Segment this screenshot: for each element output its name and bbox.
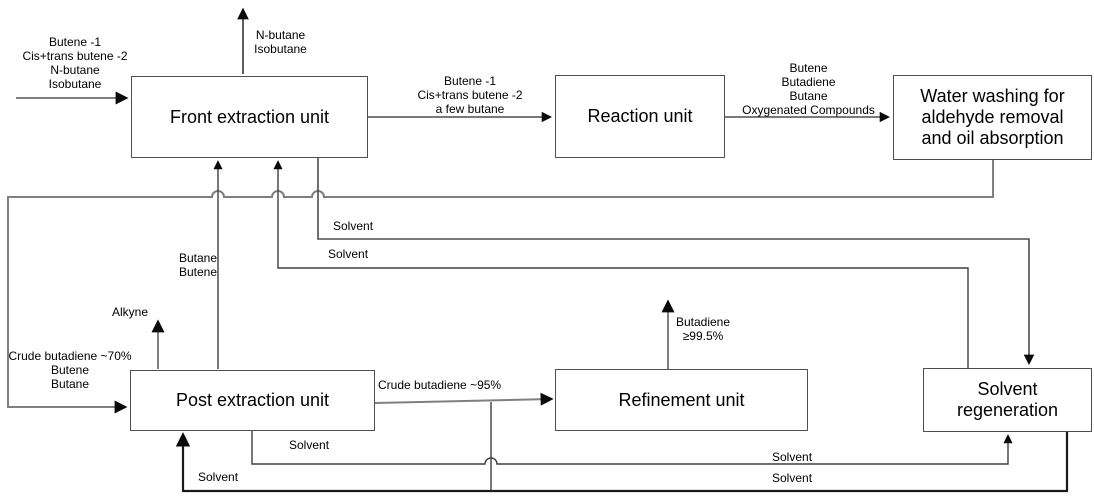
unit-refinement: Refinement unit xyxy=(555,369,808,431)
stream-label-butadiene-out: Butadiene ≥99.5% xyxy=(675,315,731,343)
stream-label-solvent-a-left: Solvent xyxy=(289,438,330,452)
stream-label-feed-in: Butene -1 Cis+trans butene -2 N-butane I… xyxy=(22,35,128,91)
stream-label-alkyne-out: Alkyne xyxy=(112,305,149,319)
stream-label-solvent-to-front: Solvent xyxy=(328,247,369,261)
flow-solvent-to-front xyxy=(273,160,969,368)
stream-label-solvent-a-right: Solvent xyxy=(772,450,813,464)
stream-label-solvent-from-front: Solvent xyxy=(333,219,374,233)
stream-label-solvent-b-left: Solvent xyxy=(198,470,239,484)
unit-water-washing: Water washing for aldehyde removal and o… xyxy=(893,75,1092,160)
flow-water-to-post xyxy=(7,160,994,414)
flow-solvent-from-front xyxy=(317,158,1035,366)
flow-solvent-regen-to-post xyxy=(175,432,1069,493)
flow-solvent-post-to-regen xyxy=(251,431,1013,465)
stream-label-reaction-to-water: Butene Butadiene Butane Oxygenated Compo… xyxy=(742,61,875,117)
stream-label-solvent-b-right: Solvent xyxy=(772,471,813,485)
stream-label-post-to-refinement: Crude butadiene ~95% xyxy=(378,378,502,392)
stream-label-post-to-front: Butane Butene xyxy=(178,251,217,279)
stream-label-front-to-reaction: Butene -1 Cis+trans butene -2 a few buta… xyxy=(417,74,523,116)
unit-solvent-regeneration: Solvent regeneration xyxy=(923,368,1092,432)
unit-front-extraction: Front extraction unit xyxy=(131,76,368,158)
stream-label-water-to-post: Crude butadiene ~70% Butene Butane xyxy=(8,349,132,391)
flow-post-to-refinement xyxy=(374,392,554,406)
unit-reaction: Reaction unit xyxy=(555,75,725,158)
unit-post-extraction: Post extraction unit xyxy=(130,370,375,431)
stream-label-front-top-out: N-butane Isobutane xyxy=(254,28,307,56)
